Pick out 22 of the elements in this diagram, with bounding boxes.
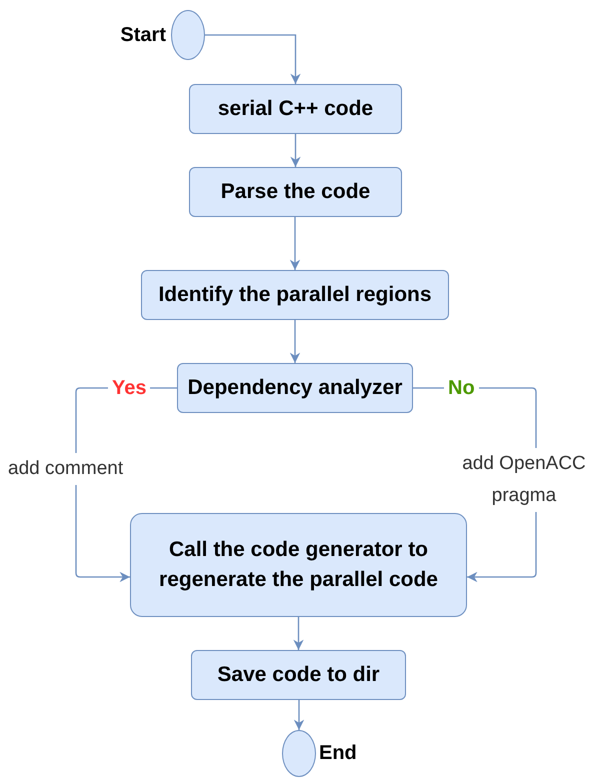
process-box — [177, 363, 413, 413]
box-text: Parse the code — [220, 179, 372, 205]
arrow — [293, 617, 304, 650]
arrow — [205, 34, 301, 84]
box-text: serial C++ code — [216, 96, 374, 122]
terminal-label: End — [319, 741, 358, 766]
arrow — [294, 700, 304, 730]
box-text: Dependency analyzer — [186, 375, 404, 401]
process-box — [189, 84, 402, 134]
process-box — [189, 167, 402, 217]
process-box — [130, 513, 467, 617]
arrow — [290, 134, 301, 167]
terminal-circle — [282, 730, 316, 777]
arrow — [290, 320, 300, 363]
box-text: Call the code generator to regenerate the parallel code — [158, 537, 439, 593]
arrow — [290, 217, 300, 270]
process-box — [191, 650, 406, 700]
process-box — [141, 270, 449, 320]
box-text: Identify the parallel regions — [157, 282, 433, 308]
terminal-label: Start — [119, 23, 166, 48]
terminal-circle — [171, 10, 205, 60]
box-text: Save code to dir — [216, 662, 381, 688]
